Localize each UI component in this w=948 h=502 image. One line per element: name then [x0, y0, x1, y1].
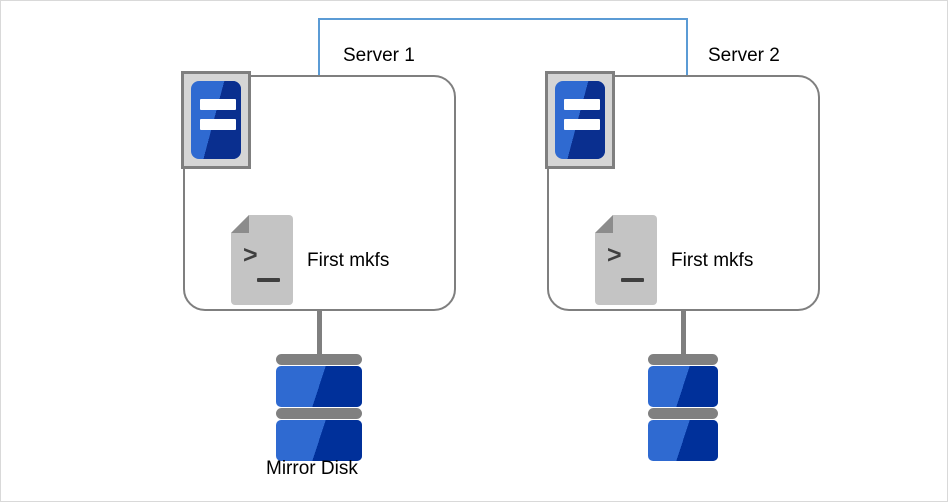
terminal-document-icon: > [595, 215, 657, 305]
server-icon-slot-bottom [200, 119, 236, 130]
terminal-document-icon: > [231, 215, 293, 305]
server-icon-body [555, 81, 605, 159]
server-1-disk-connector [317, 311, 322, 359]
server-2-disk-connector [681, 311, 686, 359]
server-icon-body [191, 81, 241, 159]
interconnect-line-top [318, 18, 688, 20]
disk-platter-shading [648, 366, 718, 407]
first-mkfs-label: First mkfs [671, 250, 754, 271]
server-1-label: Server 1 [343, 45, 415, 66]
disk-bar-top [648, 354, 718, 365]
terminal-cursor-glyph [257, 278, 280, 282]
server-icon [181, 71, 251, 169]
mirror-disk-label: Mirror Disk [266, 458, 358, 479]
document-fold-corner [231, 215, 249, 233]
interconnect-line-right [686, 18, 688, 76]
disk-platter-shading [276, 366, 362, 407]
terminal-prompt-glyph: > [607, 241, 622, 269]
disk-platter-lower [648, 420, 718, 461]
disk-stack-icon [276, 354, 362, 462]
disk-platter-upper [276, 366, 362, 407]
disk-bar-middle [648, 408, 718, 419]
terminal-cursor-glyph [621, 278, 644, 282]
terminal-prompt-glyph: > [243, 241, 258, 269]
first-mkfs-label: First mkfs [307, 250, 390, 271]
server-icon-slot-top [200, 99, 236, 110]
disk-platter-shading [276, 420, 362, 461]
disk-bar-middle [276, 408, 362, 419]
disk-platter-upper [648, 366, 718, 407]
document-fold-corner [595, 215, 613, 233]
server-icon-slot-bottom [564, 119, 600, 130]
interconnect-line-left [318, 18, 320, 76]
disk-stack-icon [648, 354, 718, 462]
disk-bar-top [276, 354, 362, 365]
disk-platter-lower [276, 420, 362, 461]
server-icon-slot-top [564, 99, 600, 110]
disk-platter-shading [648, 420, 718, 461]
server-2-label: Server 2 [708, 45, 780, 66]
server-icon [545, 71, 615, 169]
